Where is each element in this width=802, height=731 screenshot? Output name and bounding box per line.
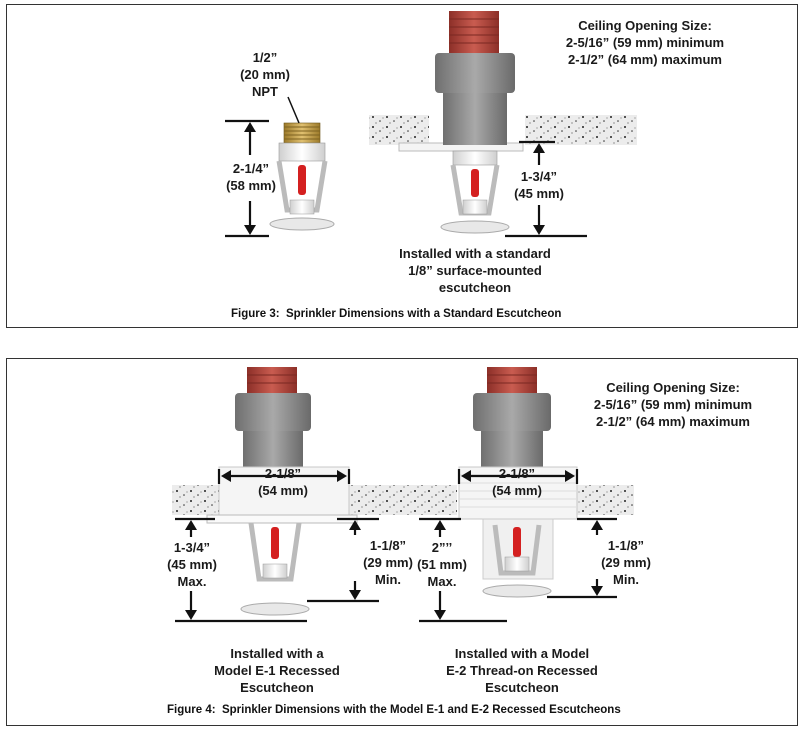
standalone-sprinkler <box>269 122 335 231</box>
installed-dimension-lines <box>505 140 587 238</box>
e1-width-label: 2-1/8”(54 mm) <box>258 466 308 498</box>
e1-max-label: 1-3/4”(45 mm)Max. <box>167 540 217 589</box>
figure-4-drawing <box>172 367 634 623</box>
npt-label: 1/2”(20 mm)NPT <box>240 50 290 99</box>
figure-3-drawing <box>225 11 637 238</box>
e2-max-label: 2”’’(51 mm)Max. <box>417 540 467 589</box>
pipe-fitting <box>435 11 515 145</box>
ceiling-board <box>369 115 637 145</box>
e2-width-label: 2-1/8”(54 mm) <box>492 466 542 498</box>
ceiling-opening-text-fig4: Ceiling Opening Size:2-5/16” (59 mm) min… <box>593 380 753 429</box>
e2-assembly <box>458 367 578 598</box>
figure-4-caption: Figure 4: Sprinkler Dimensions with the … <box>167 704 621 716</box>
drop-label: 1-3/4”(45 mm) <box>514 169 564 201</box>
figure-3-panel: Ceiling Opening Size:2-5/16” (59 mm) min… <box>6 4 798 328</box>
e2-min-label: 1-1/8”(29 mm)Min. <box>601 538 651 587</box>
e1-dimension-lines <box>175 469 379 623</box>
standalone-dimension-lines <box>225 96 300 238</box>
ceiling-opening-text: Ceiling Opening Size:2-5/16” (59 mm) min… <box>565 18 725 67</box>
e2-dimension-lines <box>419 469 617 623</box>
figure-4-panel: Ceiling Opening Size:2-5/16” (59 mm) min… <box>6 358 798 726</box>
ceiling-board-e2 <box>572 485 634 515</box>
figure-3-caption: Figure 3: Sprinkler Dimensions with a St… <box>231 308 562 320</box>
e1-min-label: 1-1/8”(29 mm)Min. <box>363 538 413 587</box>
height-label: 2-1/4”(58 mm) <box>226 161 276 193</box>
installed-sprinkler <box>440 150 510 234</box>
ceiling-board-e1 <box>172 485 457 515</box>
